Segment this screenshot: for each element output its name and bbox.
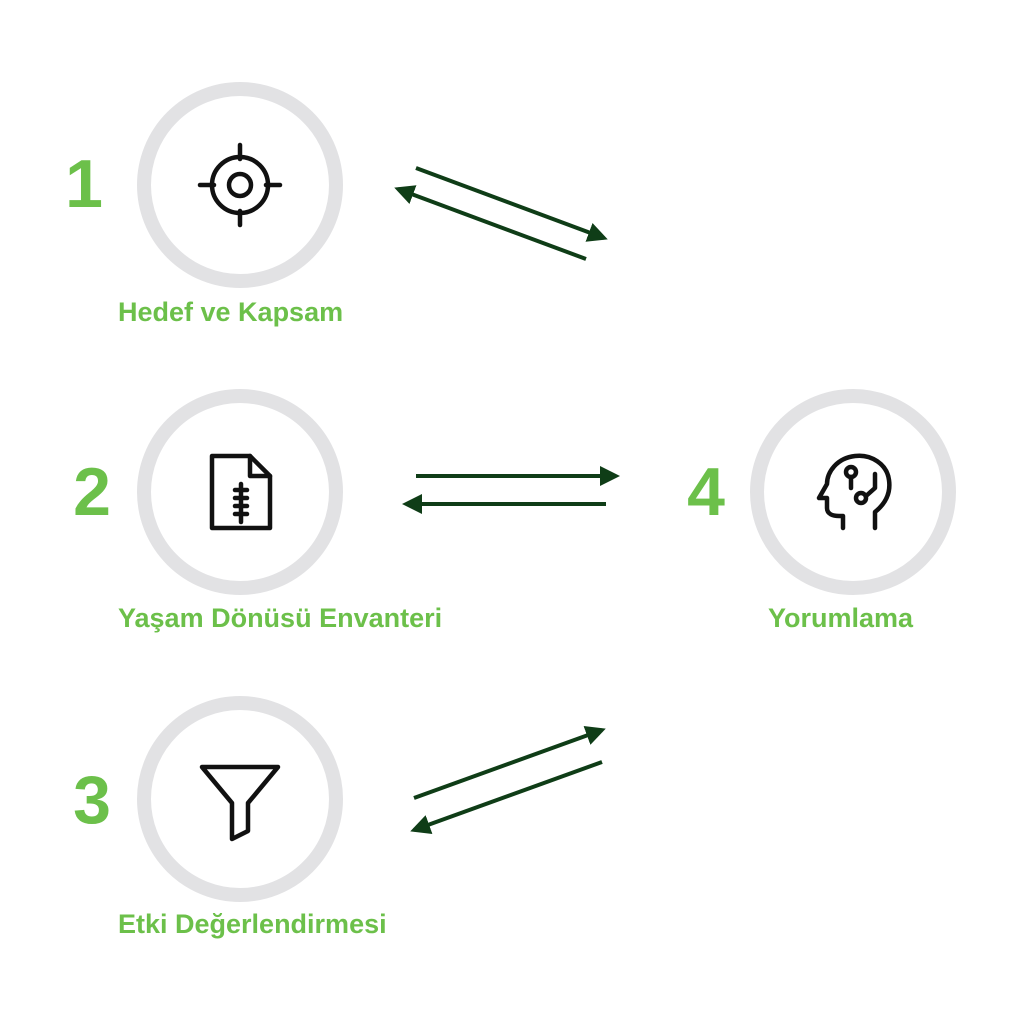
step-3-ring xyxy=(137,696,343,902)
arrow-1-to-4 xyxy=(415,166,608,242)
step-4-ring xyxy=(750,389,956,595)
arrow-3-to-4 xyxy=(413,726,606,800)
brain-head-icon xyxy=(805,444,901,540)
step-1-label: Hedef ve Kapsam xyxy=(118,297,344,327)
step-4-label: Yorumlama xyxy=(768,603,914,633)
step-1-number: 1 xyxy=(65,146,103,222)
step-4-number: 4 xyxy=(687,454,725,530)
step-3-label: Etki Değerlendirmesi xyxy=(118,909,387,939)
arrow-4-to-3 xyxy=(410,760,603,834)
step-2-number: 2 xyxy=(73,454,111,530)
arrow-4-to-1 xyxy=(394,185,587,261)
step-2-label: Yaşam Dönüsü Envanteri xyxy=(118,603,443,633)
step-2-ring xyxy=(137,389,343,595)
document-zipper-icon xyxy=(192,444,288,540)
funnel-icon xyxy=(192,751,288,847)
target-icon xyxy=(192,137,288,233)
step-3-number: 3 xyxy=(73,762,111,838)
step-1-ring xyxy=(137,82,343,288)
